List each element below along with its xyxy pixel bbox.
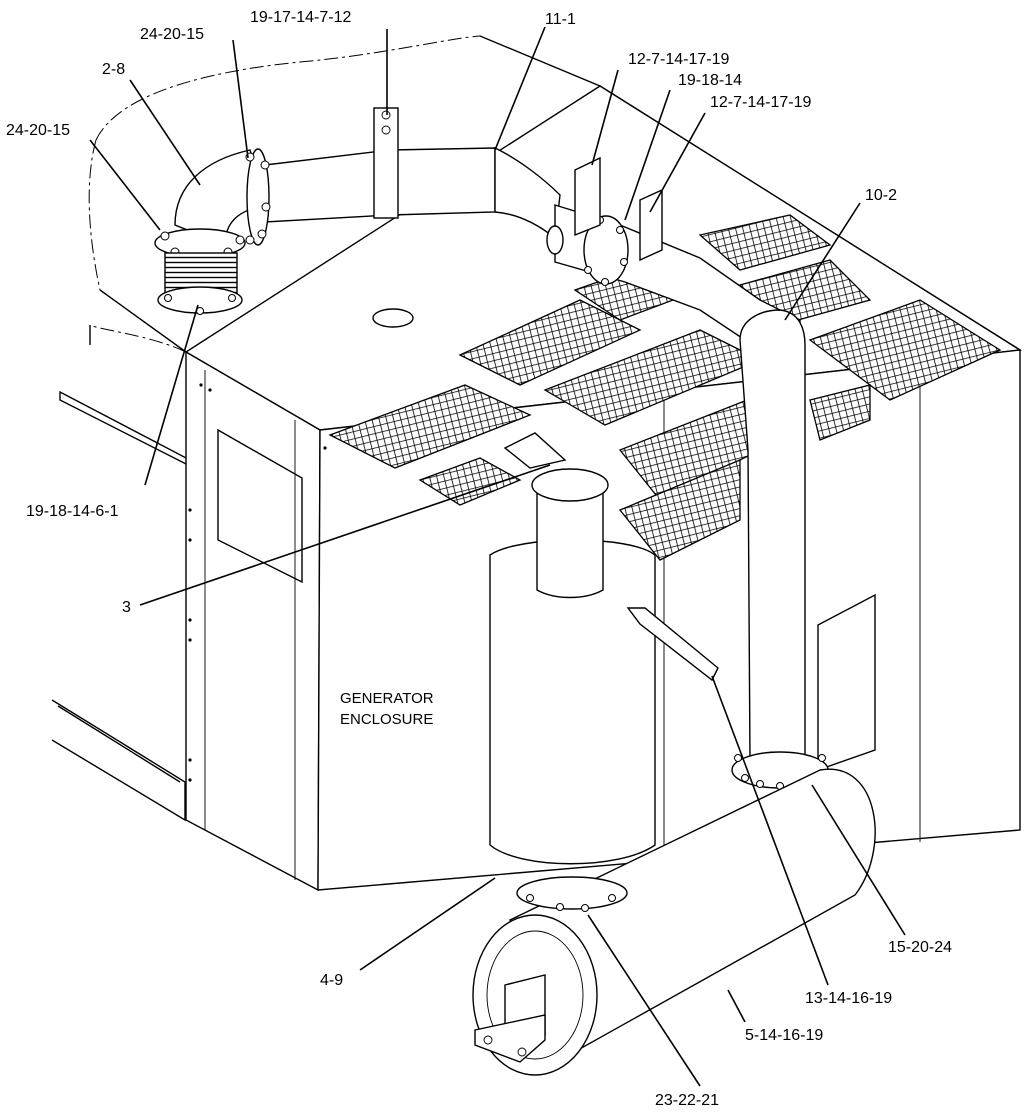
callout-label: 2-8: [102, 61, 125, 78]
callout-label: 10-2: [865, 187, 897, 204]
silencer-assembly: [472, 432, 876, 1076]
callout-labels: 19-17-14-7-12 24-20-15 2-8 24-20-15 11-1…: [6, 9, 952, 1109]
callout-label: 23-22-21: [655, 1092, 719, 1109]
callout-label: 3: [122, 599, 131, 616]
callout-label: 15-20-24: [888, 939, 952, 956]
callout-label: 12-7-14-17-19: [710, 94, 812, 111]
callout-label: 24-20-15: [6, 122, 70, 139]
ventilation-grates: [328, 214, 1002, 561]
left-pipe-assembly: [154, 107, 561, 315]
callout-label: 19-18-14: [678, 72, 742, 89]
callout-label: 4-9: [320, 972, 343, 989]
callout-label: 19-18-14-6-1: [26, 503, 119, 520]
callout-label: 5-14-16-19: [745, 1027, 823, 1044]
callout-label: 13-14-16-19: [805, 990, 892, 1007]
callout-label: 12-7-14-17-19: [628, 51, 730, 68]
callout-label: 24-20-15: [140, 26, 204, 43]
enclosure-label: ENCLOSURE: [340, 711, 433, 728]
callout-label: 19-17-14-7-12: [250, 9, 352, 26]
callout-label: 11-1: [545, 11, 576, 28]
right-pipe-assembly: [546, 156, 829, 790]
leader-lines: [89, 26, 906, 1087]
enclosure-label: GENERATOR: [340, 690, 434, 707]
